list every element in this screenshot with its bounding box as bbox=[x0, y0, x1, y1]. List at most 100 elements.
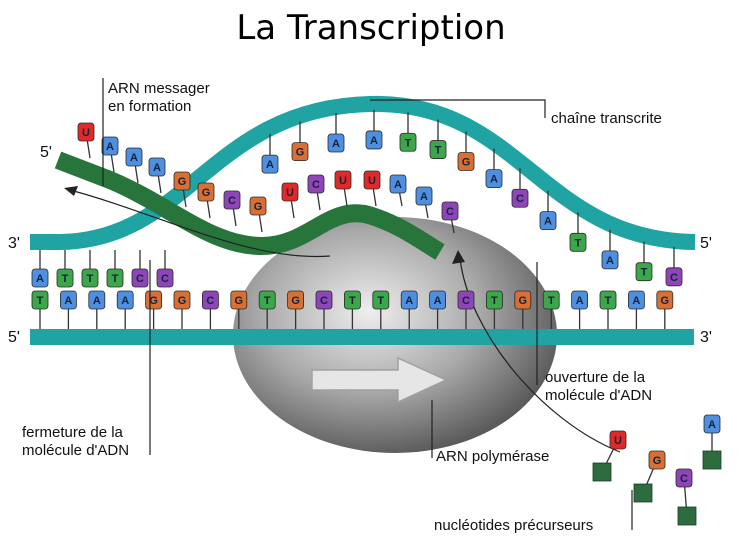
nucleotide-box bbox=[148, 157, 166, 177]
coding-nucleotide: A bbox=[628, 290, 645, 329]
template-strand-backbone bbox=[30, 95, 696, 250]
coding-nucleotide: T bbox=[343, 290, 361, 329]
mrna-nucleotide: A bbox=[125, 147, 143, 184]
template-nucleotide: A bbox=[389, 174, 407, 207]
nucleotide-letter: A bbox=[153, 162, 161, 174]
nucleotide-letter: T bbox=[377, 295, 384, 307]
coding-nucleotide: C bbox=[315, 290, 333, 329]
nucleotide-box bbox=[131, 268, 149, 288]
nucleotide-box bbox=[31, 290, 49, 310]
nucleotide-letter: T bbox=[349, 295, 356, 307]
nucleotide-letter: A bbox=[64, 295, 72, 307]
nucleotide-letter: A bbox=[266, 159, 274, 171]
nucleotide-letter: A bbox=[93, 295, 101, 307]
precursor-nucleotide: C bbox=[675, 468, 697, 526]
template-lower-nucleotides: AAC bbox=[389, 174, 459, 234]
nucleotide-box bbox=[116, 290, 134, 310]
mrna-nucleotide: A bbox=[148, 157, 166, 194]
mrna-nucleotide: G bbox=[249, 196, 267, 233]
nucleotide-box bbox=[77, 122, 95, 142]
mrna-nucleotide: U bbox=[281, 182, 299, 219]
coding-strand-backbone bbox=[30, 329, 694, 345]
nucleotide-box bbox=[628, 290, 645, 310]
precursor-nucleotide: U bbox=[592, 430, 627, 482]
nucleotide-letter: U bbox=[286, 187, 294, 199]
phosphate-square bbox=[633, 483, 653, 503]
coding-nucleotide: C bbox=[201, 290, 219, 329]
nucleotide-box bbox=[372, 290, 390, 310]
movement-direction-arrow bbox=[311, 356, 448, 404]
nucleotide-box bbox=[173, 290, 191, 310]
nucleotide-letter: A bbox=[606, 255, 614, 267]
nucleotide-box bbox=[291, 142, 309, 162]
closing-nucleotide: C bbox=[156, 250, 174, 288]
nucleotide-letter: G bbox=[462, 156, 471, 168]
nucleotide-letter: C bbox=[136, 273, 144, 285]
mrna-nucleotide: U bbox=[363, 170, 381, 207]
nucleotide-box bbox=[514, 290, 532, 310]
template-nucleotide: T bbox=[569, 212, 587, 252]
nucleotide-letter: G bbox=[254, 201, 263, 213]
nucleotide-letter: T bbox=[264, 295, 271, 307]
nucleotide-box bbox=[106, 268, 124, 288]
nucleotide-box bbox=[399, 132, 417, 152]
nucleotide-letter: U bbox=[339, 175, 347, 187]
closing-nucleotide: T bbox=[81, 250, 99, 288]
nucleotide-letter: A bbox=[370, 135, 378, 147]
nucleotide-letter: C bbox=[462, 295, 470, 307]
template-nucleotide: A bbox=[327, 112, 345, 153]
nucleotide-letter: T bbox=[405, 137, 412, 149]
nucleotide-letter: G bbox=[519, 295, 528, 307]
nucleotide-letter: C bbox=[680, 473, 688, 485]
nucleotide-letter: T bbox=[435, 145, 442, 157]
closing-nucleotide: T bbox=[106, 250, 124, 288]
nucleotide-box bbox=[249, 196, 267, 216]
coding-nucleotide: G bbox=[173, 290, 191, 329]
nucleotide-box bbox=[648, 450, 666, 470]
nucleotide-box bbox=[635, 262, 653, 282]
nucleotide-box bbox=[675, 468, 693, 488]
nucleotide-box bbox=[703, 414, 721, 434]
nucleotide-box bbox=[101, 136, 119, 156]
template-nucleotide: A bbox=[261, 134, 279, 174]
leader-template bbox=[370, 99, 546, 118]
nucleotide-letter: G bbox=[653, 455, 662, 467]
mrna-5-prime: 5' bbox=[40, 144, 52, 161]
nucleotide-letter: T bbox=[491, 295, 498, 307]
nucleotide-letter: A bbox=[405, 295, 413, 307]
nucleotide-letter: G bbox=[149, 295, 158, 307]
precursor-path-arrow bbox=[459, 257, 621, 453]
nucleotide-letter: G bbox=[661, 295, 670, 307]
nucleotide-box bbox=[60, 290, 77, 310]
nucleotide-letter: A bbox=[434, 295, 442, 307]
coding-nucleotide: C bbox=[457, 290, 475, 329]
coding-nucleotide: G bbox=[145, 290, 163, 329]
template-nucleotide: T bbox=[399, 112, 417, 152]
coding-nucleotide: G bbox=[230, 290, 248, 329]
coding-nucleotide: T bbox=[372, 290, 390, 329]
phosphate-square bbox=[702, 450, 722, 470]
nucleotide-box bbox=[571, 290, 588, 310]
template-nucleotide: G bbox=[291, 121, 309, 162]
label-closing-line1: fermeture de la bbox=[22, 424, 124, 441]
nucleotide-letter: A bbox=[420, 191, 428, 203]
nucleotide-box bbox=[542, 290, 560, 310]
nucleotide-box bbox=[569, 232, 587, 252]
nucleotide-letter: G bbox=[178, 295, 187, 307]
path-arrow-left bbox=[69, 189, 331, 258]
label-closing-line2: molécule d'ADN bbox=[22, 442, 129, 459]
nucleotide-letter: G bbox=[291, 295, 300, 307]
nucleotide-box bbox=[258, 290, 276, 310]
nucleotide-box bbox=[334, 170, 352, 190]
label-precursors: nucléotides précurseurs bbox=[434, 517, 593, 534]
coding-nucleotide: G bbox=[514, 290, 532, 329]
diagram-title: La Transcription bbox=[236, 8, 506, 48]
phosphate-square bbox=[677, 506, 697, 526]
nucleotide-box bbox=[365, 130, 383, 150]
nucleotide-letter: G bbox=[178, 176, 187, 188]
coding-3-prime-right: 3' bbox=[700, 329, 712, 346]
nucleotide-box bbox=[656, 290, 674, 310]
nucleotide-letter: C bbox=[161, 273, 169, 285]
nucleotide-letter: U bbox=[368, 175, 376, 187]
